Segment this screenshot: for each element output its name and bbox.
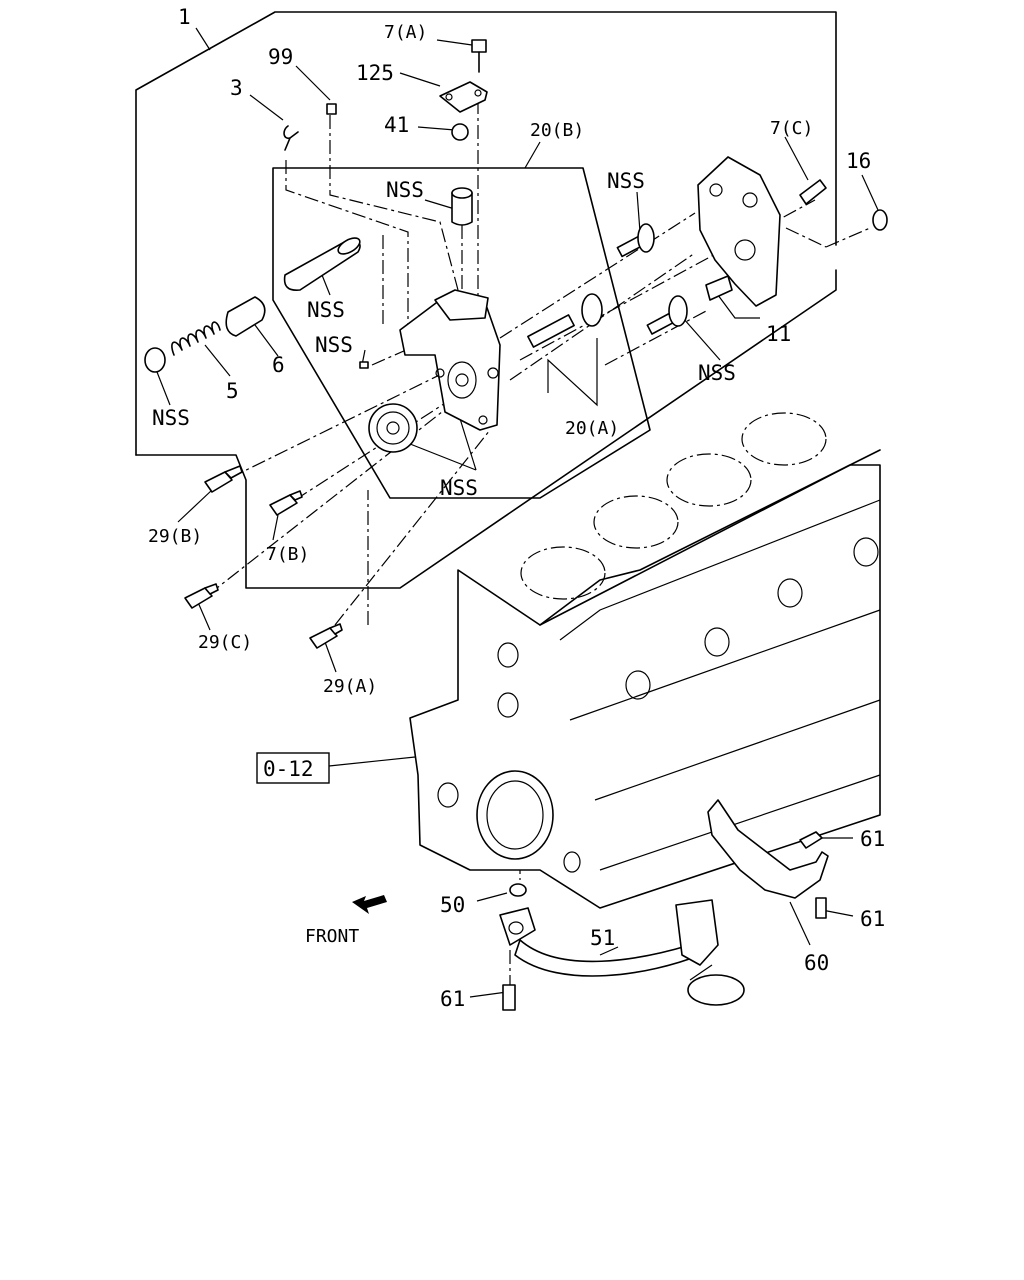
bolt-7c — [799, 179, 827, 205]
label-50: 50 — [440, 893, 465, 917]
label-29b: 29(B) — [148, 526, 202, 547]
bolt-61-bottom — [502, 984, 516, 1011]
label-29a: 29(A) — [323, 676, 377, 697]
label-20a: 20(A) — [565, 418, 619, 439]
label-7a: 7(A) — [384, 22, 427, 43]
reference-box — [256, 752, 330, 784]
assembly-20b-boundary — [272, 167, 651, 499]
bolt-7b — [269, 490, 303, 516]
label-60: 60 — [804, 951, 829, 975]
label-0-12: 0-12 — [263, 757, 314, 781]
cover-11 — [697, 156, 781, 307]
leader-lines — [156, 27, 879, 998]
bolt-29c — [184, 583, 219, 609]
sleeve-nss — [451, 187, 473, 226]
engine-block — [409, 412, 881, 909]
bolt-29b — [204, 465, 243, 493]
gear-right-nss — [646, 295, 688, 335]
label-125: 125 — [356, 61, 394, 85]
assembly-1-boundary — [135, 11, 837, 589]
stay-60 — [707, 799, 829, 899]
label-6: 6 — [272, 353, 285, 377]
label-front: FRONT — [305, 926, 359, 947]
oring-16 — [872, 209, 888, 231]
label-7c: 7(C) — [770, 118, 813, 139]
label-51: 51 — [590, 926, 615, 950]
label-nss-gear-bottom: NSS — [440, 476, 478, 500]
label-41: 41 — [384, 113, 409, 137]
piston-6 — [225, 296, 266, 337]
bolt-29a — [309, 623, 343, 649]
label-1: 1 — [178, 5, 191, 29]
shaft-nss — [283, 237, 361, 292]
cover-125 — [439, 81, 488, 113]
bolt-7a — [471, 39, 487, 73]
screw-nss — [359, 361, 369, 369]
oil-pump-body — [399, 289, 501, 431]
bolt-61-top — [799, 831, 823, 849]
spring-5 — [171, 321, 221, 356]
label-11: 11 — [766, 322, 791, 346]
label-nss-plug: NSS — [152, 406, 190, 430]
gasket-50 — [509, 883, 527, 897]
front-arrow-icon — [352, 895, 387, 914]
drive-gear-nss — [368, 403, 418, 453]
label-16: 16 — [846, 149, 871, 173]
label-20b: 20(B) — [530, 120, 584, 141]
label-61-right: 61 — [860, 907, 885, 931]
callout-labels: 1 7(A) 99 125 3 41 20(B) 7(C) 16 NSS NSS… — [148, 5, 885, 1011]
gear-mid — [527, 293, 603, 348]
pin-3 — [283, 125, 299, 151]
strainer-pipe-51 — [499, 899, 745, 1006]
plug-nss — [144, 347, 166, 373]
label-99: 99 — [268, 45, 293, 69]
label-61-bottom: 61 — [440, 987, 465, 1011]
ball-41 — [451, 123, 469, 141]
label-29c: 29(C) — [198, 632, 252, 653]
label-nss-screw: NSS — [315, 333, 353, 357]
label-nss-sleeve: NSS — [386, 178, 424, 202]
fitting-99 — [326, 103, 337, 115]
label-nss-shaft: NSS — [307, 298, 345, 322]
gear-top-nss — [616, 223, 655, 258]
label-nss-gear-top: NSS — [607, 169, 645, 193]
label-3: 3 — [230, 76, 243, 100]
bolt-61-right — [815, 897, 827, 919]
label-7b: 7(B) — [266, 544, 309, 565]
label-5: 5 — [226, 379, 239, 403]
label-nss-gear-right: NSS — [698, 361, 736, 385]
label-61-top: 61 — [860, 827, 885, 851]
